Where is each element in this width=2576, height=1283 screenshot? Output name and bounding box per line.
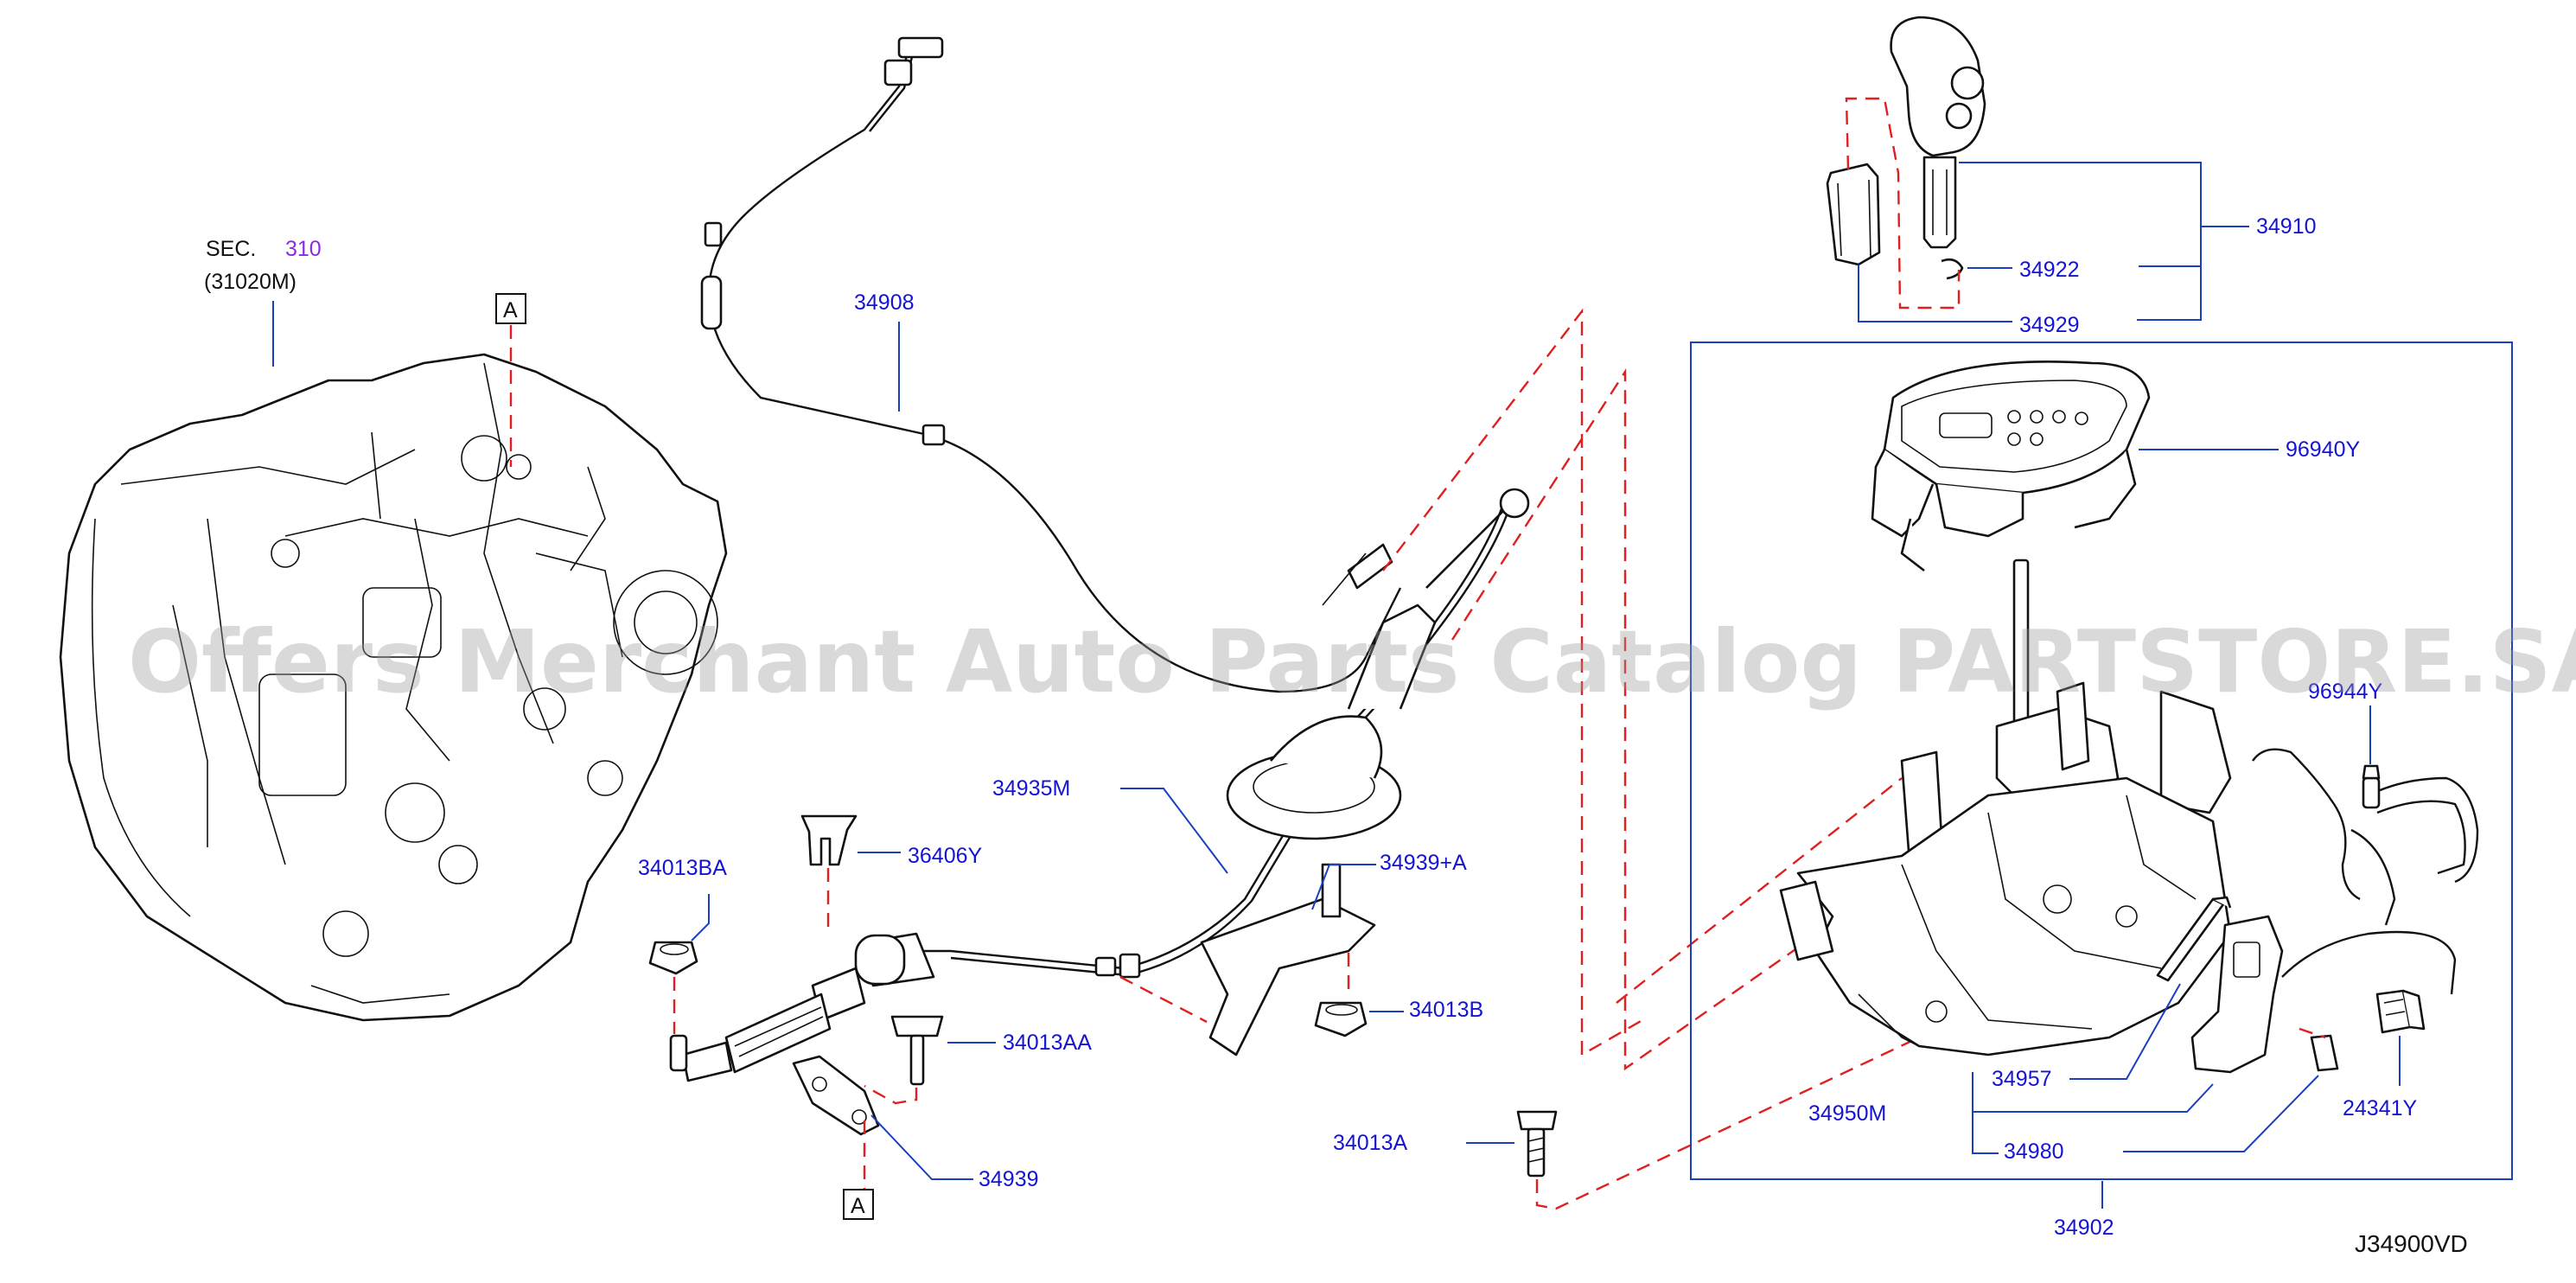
part-34013AA-label[interactable]: 34013AA [1003, 1031, 1092, 1055]
part-34908-label[interactable]: 34908 [854, 290, 915, 315]
shift-cable-drawing [669, 488, 1530, 1082]
control-cable-drawing [700, 36, 1402, 693]
part-34013B-label[interactable]: 34013B [1409, 998, 1483, 1022]
section-number-link[interactable]: 310 [285, 237, 322, 261]
bracket-34939-drawing [792, 1055, 880, 1136]
watermark-text: Offers Merchant Auto Parts Catalog PARTS… [128, 611, 2576, 712]
part-34922-label[interactable]: 34922 [2019, 258, 2080, 282]
part-34939A-label[interactable]: 34939+A [1380, 851, 1467, 875]
part-34013BA-label[interactable]: 34013BA [638, 856, 727, 880]
part-34939-label[interactable]: 34939 [979, 1167, 1039, 1191]
transmission-assembly-drawing [59, 353, 728, 1022]
svg-text:A: A [503, 298, 518, 322]
part-34957-label[interactable]: 34957 [1992, 1067, 2052, 1091]
bolt-34013AA-drawing [890, 1015, 944, 1086]
part-34929-label[interactable]: 34929 [2019, 313, 2080, 337]
nut-34013BA-drawing [648, 941, 698, 975]
assembly-box-34902 [1690, 341, 2513, 1180]
part-34910-label[interactable]: 34910 [2256, 214, 2317, 239]
clip-36406Y-drawing [800, 814, 858, 866]
bracket-34939A-drawing [1200, 863, 1376, 1056]
drawing-id: J34900VD [2355, 1230, 2468, 1257]
nut-34013B-drawing [1314, 1001, 1368, 1037]
part-34013A-label[interactable]: 34013A [1333, 1131, 1408, 1155]
harness-96944Y-drawing [2252, 748, 2479, 926]
pin-34957-drawing [2156, 896, 2232, 982]
part-34950M-label[interactable]: 34950M [1808, 1101, 1886, 1126]
section-prefix: SEC. [206, 237, 256, 261]
part-34935M-label[interactable]: 34935M [992, 776, 1070, 801]
part-34980-label[interactable]: 34980 [2004, 1139, 2064, 1164]
part-24341Y-label[interactable]: 24341Y [2343, 1096, 2418, 1120]
part-34902-label[interactable]: 34902 [2054, 1216, 2114, 1240]
shifter-housing-drawing [1779, 559, 2232, 1056]
section-code: (31020M) [204, 270, 296, 294]
position-indicator-drawing [1871, 361, 2151, 572]
svg-text:A: A [851, 1194, 865, 1218]
shift-knob-drawing [1826, 16, 1986, 280]
ref-marker-a-top: A [495, 293, 526, 324]
bolt-34013A-drawing [1516, 1110, 1558, 1178]
connector-24341Y-drawing [2375, 989, 2426, 1034]
solenoid-34980-drawing [2190, 915, 2457, 1074]
part-36406Y-label[interactable]: 36406Y [908, 844, 983, 868]
part-96940Y-label[interactable]: 96940Y [2286, 437, 2361, 462]
ref-marker-a-bottom: A [843, 1189, 874, 1220]
part-96944Y-label[interactable]: 96944Y [2308, 680, 2383, 704]
